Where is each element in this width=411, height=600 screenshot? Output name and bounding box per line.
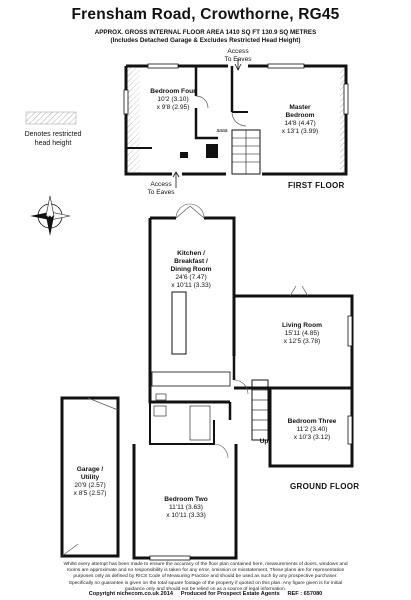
room-name: Bedroom Three	[287, 418, 337, 425]
first-floor-plan	[123, 58, 349, 188]
landing-mark: aaaa	[216, 128, 228, 134]
restricted-band-right	[340, 66, 346, 174]
restricted-band-left	[126, 66, 132, 174]
room-dim: 20'9 (2.57)	[74, 482, 106, 489]
room-dim: x 10'3 (3.12)	[293, 434, 331, 441]
window	[123, 89, 129, 115]
room-dim: 14'8 (4.47)	[284, 120, 316, 127]
kitchen-counter	[151, 371, 231, 387]
garage-door[interactable]	[87, 397, 119, 411]
room-name: Bedroom	[285, 112, 315, 119]
compass-north-letter: N	[47, 210, 53, 219]
window	[347, 415, 353, 445]
room-name: Bedroom Two	[164, 496, 208, 503]
restricted-band-left-inner	[132, 66, 140, 174]
reference: REF : 657080	[287, 591, 323, 597]
credit-line: Copyright nichecom.co.uk 2014 Produced f…	[0, 591, 411, 597]
window	[343, 83, 349, 115]
room-kitchen: Kitchen / Breakfast / Dining Room 24'6 (…	[160, 250, 222, 290]
window	[267, 63, 305, 69]
legend-text: Denotes restricted head height	[24, 131, 82, 147]
door-arc[interactable]	[195, 95, 209, 109]
disclaimer: Whilst every attempt has been made to en…	[63, 562, 348, 592]
room-dim: 11'2 (3.40)	[296, 426, 328, 433]
room-name: Utility	[80, 474, 100, 481]
room-name: Bedroom Four	[150, 88, 196, 95]
bath	[189, 405, 211, 441]
room-dim: x 12'5 (3.78)	[283, 338, 321, 345]
legend-swatch	[25, 111, 77, 125]
room-bedroom-two: Bedroom Two 11'11 (3.63) x 10'11 (3.33)	[150, 496, 222, 520]
room-living-room: Living Room 15'11 (4.85) x 12'5 (3.78)	[262, 322, 342, 346]
bedroom-three-walls	[268, 386, 354, 468]
room-dim: 10'2 (3.10)	[157, 96, 189, 103]
room-garage: Garage / Utility 20'9 (2.57) x 8'5 (2.57…	[62, 466, 118, 498]
room-dim: x 9'8 (2.95)	[156, 104, 190, 111]
kitchen-island	[171, 291, 187, 355]
room-dim: x 10'11 (3.33)	[166, 512, 206, 519]
page-title: Frensham Road, Crowthorne, RG45	[71, 6, 340, 23]
room-name: Kitchen /	[177, 250, 205, 257]
first-floor-label: FIRST FLOOR	[288, 181, 345, 190]
room-dim: 11'11 (3.63)	[168, 504, 203, 511]
window	[147, 63, 179, 69]
bathroom-walls	[149, 402, 215, 445]
ground-floor-label: GROUND FLOOR	[290, 482, 360, 491]
room-name: Master	[289, 104, 311, 111]
room-dim: 24'6 (7.47)	[175, 274, 207, 281]
french-doors[interactable]	[175, 205, 205, 219]
living-room-doors[interactable]	[289, 285, 309, 297]
access-to-eaves-top: Access To Eaves	[224, 48, 252, 63]
room-dim: 15'11 (4.85)	[284, 330, 320, 337]
area-note: (Includes Detached Garage & Excludes Res…	[110, 37, 301, 44]
window	[347, 315, 353, 347]
first-floor-staircase	[231, 129, 261, 175]
door-arc[interactable]	[231, 111, 247, 127]
stairs-up-label: Up	[259, 438, 269, 445]
room-dim: x 10'11 (3.33)	[171, 282, 211, 289]
produced-for: Produced for Prospect Estate Agents	[180, 591, 280, 597]
ground-floor-plan	[132, 203, 354, 561]
area-summary: APPROX. GROSS INTERNAL FLOOR AREA 1410 S…	[94, 29, 317, 36]
wc	[153, 405, 167, 417]
landing-wall	[194, 108, 218, 140]
access-to-eaves-bottom: Access To Eaves	[147, 181, 175, 196]
room-bedroom-three: Bedroom Three 11'2 (3.40) x 10'3 (3.12)	[276, 418, 348, 442]
window	[149, 555, 191, 561]
room-dim: x 13'1 (3.99)	[281, 128, 319, 135]
compass-icon	[30, 195, 71, 236]
ground-floor-staircase	[251, 379, 269, 441]
room-name: Breakfast /	[174, 258, 208, 265]
door-arc[interactable]	[213, 443, 229, 459]
chimney-block	[206, 144, 218, 158]
room-name: Living Room	[282, 322, 322, 329]
room-name: Garage /	[76, 466, 104, 473]
door-arc[interactable]	[233, 379, 249, 395]
copyright: Copyright nichecom.co.uk 2014	[88, 591, 173, 597]
room-name: Dining Room	[170, 266, 212, 273]
room-dim: x 8'5 (2.57)	[73, 490, 107, 497]
stair-post	[180, 152, 188, 158]
sink	[155, 393, 167, 401]
room-master-bedroom: Master Bedroom 14'8 (4.47) x 13'1 (3.99)	[262, 104, 338, 136]
room-bedroom-four: Bedroom Four 10'2 (3.10) x 9'8 (2.95)	[140, 88, 206, 112]
hall-walls	[228, 356, 236, 420]
garage-plan	[60, 396, 120, 558]
